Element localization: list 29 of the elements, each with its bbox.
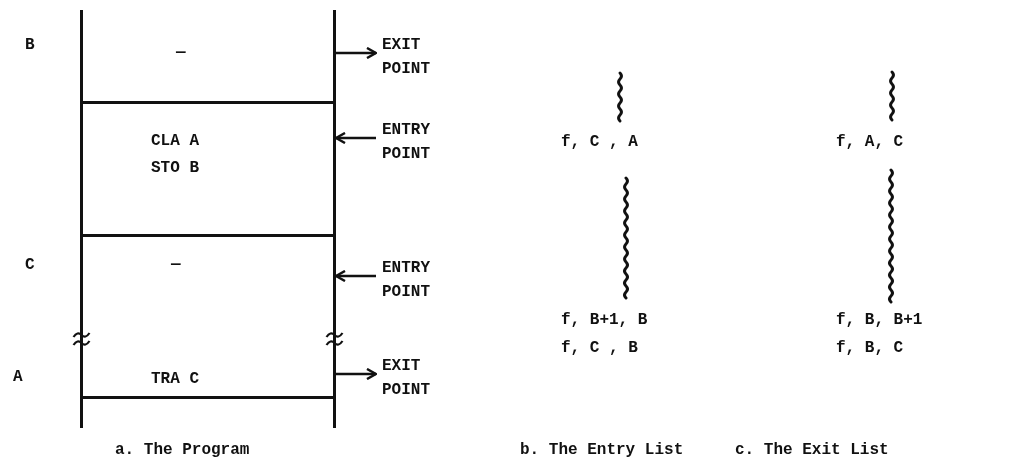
list-entry: f, B+1, B [561,310,648,331]
arrow [336,46,378,60]
panel-caption: a. The Program [115,440,250,461]
instruction-text: — [176,42,186,63]
arrow [336,367,378,381]
memory-cell [80,10,336,104]
panel-caption: b. The Entry List [520,440,684,461]
arrow [334,269,376,283]
address-label: C [25,255,35,276]
point-label: EXIT POINT [382,354,452,402]
list-entry: f, C , B [561,338,638,359]
instruction-text: CLA A [151,131,199,152]
list-entry: f, A, C [836,132,904,153]
memory-cell [80,235,336,341]
point-label: ENTRY POINT [382,256,460,304]
instruction-text: STO B [151,158,199,179]
list-entry: f, B, C [836,338,904,359]
point-label: EXIT POINT [382,33,452,81]
address-label: B [25,35,35,56]
point-label: ENTRY POINT [382,118,460,166]
list-entry: f, B, B+1 [836,310,923,331]
arrow [334,131,376,145]
address-label: A [13,367,23,388]
panel-caption: c. The Exit List [735,440,889,461]
memory-cell [80,341,336,399]
memory-cell [80,102,336,237]
list-entry: f, C , A [561,132,638,153]
instruction-text: TRA C [151,369,199,390]
instruction-text: — [171,254,181,275]
